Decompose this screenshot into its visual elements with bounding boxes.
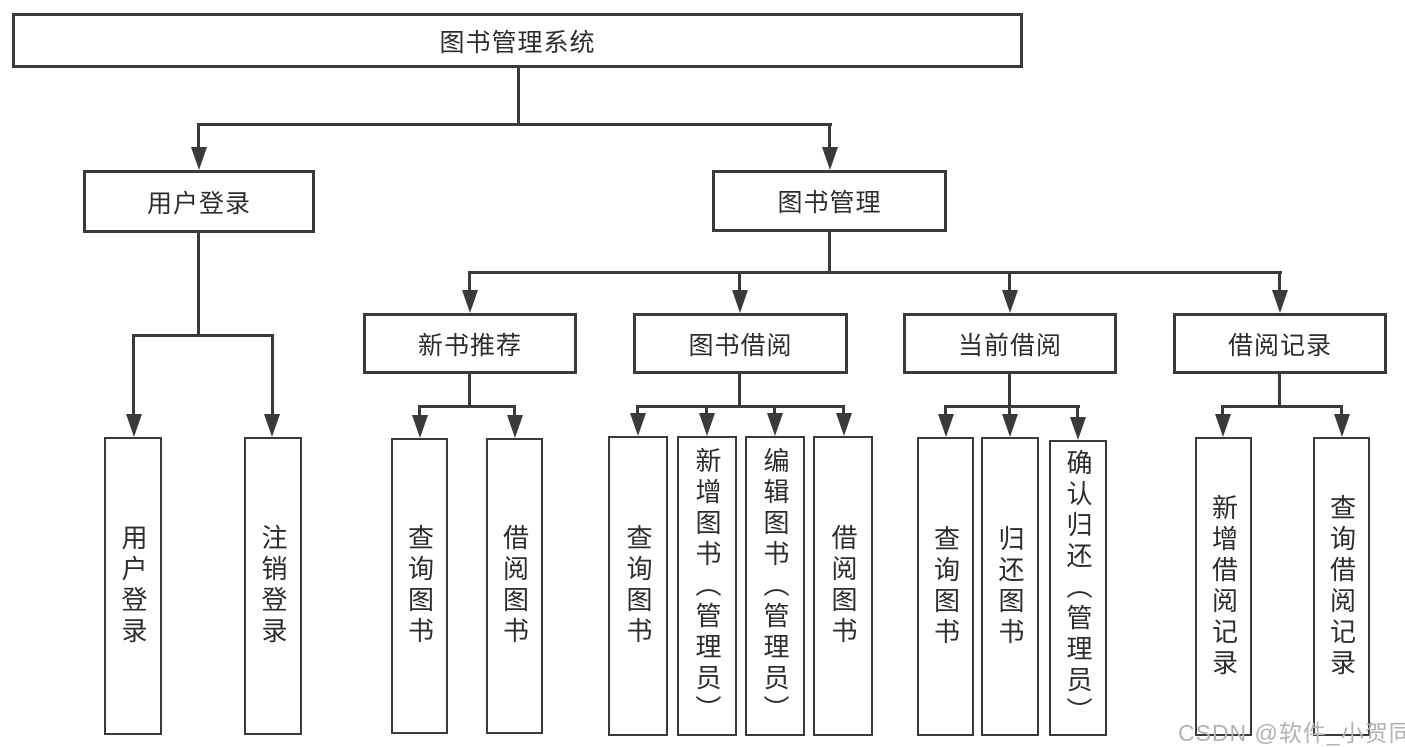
- connector-hline: [468, 271, 1282, 274]
- leaf-query-books-new: 查询图书: [391, 438, 448, 734]
- connector-vline: [828, 123, 831, 153]
- connector-vline: [842, 405, 845, 417]
- arrow-down-icon: [938, 414, 954, 437]
- connector-vline: [828, 232, 831, 273]
- node-user-login: 用户登录: [83, 170, 315, 233]
- connector-vline: [1278, 374, 1281, 407]
- arrow-down-icon: [1334, 414, 1350, 437]
- connector-vline: [418, 405, 421, 419]
- connector-vline: [197, 233, 200, 336]
- connector-vline: [1278, 271, 1281, 293]
- arrow-down-icon: [1002, 414, 1018, 437]
- connector-vline: [636, 405, 639, 417]
- connector-vline: [1008, 405, 1011, 418]
- leaf-logout: 注销登录: [244, 437, 302, 735]
- arrow-down-icon: [507, 415, 523, 438]
- arrow-down-icon: [1002, 290, 1018, 313]
- connector-vline: [705, 405, 708, 417]
- connector-vline: [197, 123, 200, 153]
- connector-vline: [1008, 271, 1011, 293]
- leaf-add-book-admin: 新增图书（管理员）: [677, 436, 737, 736]
- connector-vline: [468, 374, 471, 407]
- leaf-query-borrow-record: 查询借阅记录: [1313, 437, 1370, 736]
- leaf-edit-book-admin: 编辑图书（管理员）: [745, 436, 805, 736]
- leaf-query-books-borrow: 查询图书: [608, 436, 668, 736]
- leaf-confirm-return-admin: 确认归还（管理员）: [1049, 440, 1107, 736]
- node-borrow-records: 借阅记录: [1173, 313, 1387, 374]
- connector-vline: [1076, 405, 1079, 418]
- leaf-query-books-current: 查询图书: [917, 437, 974, 736]
- connector-hline: [1221, 405, 1343, 408]
- arrow-down-icon: [1215, 414, 1231, 437]
- leaf-borrow-books-new: 借阅图书: [486, 438, 543, 734]
- connector-vline: [944, 405, 947, 418]
- connector-hline: [197, 123, 832, 126]
- connector-vline: [468, 271, 471, 293]
- connector-vline: [773, 405, 776, 417]
- arrow-down-icon: [836, 413, 852, 436]
- csdn-watermark: CSDN @软件_小贺同学: [1178, 720, 1405, 746]
- arrow-down-icon: [767, 413, 783, 436]
- connector-hline: [132, 334, 274, 337]
- arrow-down-icon: [699, 413, 715, 436]
- arrow-down-icon: [191, 147, 207, 170]
- arrow-down-icon: [412, 415, 428, 438]
- arrow-down-icon: [126, 414, 142, 437]
- leaf-borrow-books: 借阅图书: [813, 436, 873, 736]
- node-book-management: 图书管理: [712, 170, 947, 232]
- connector-vline: [738, 374, 741, 407]
- connector-vline: [271, 334, 274, 418]
- arrow-down-icon: [462, 290, 478, 313]
- arrow-down-icon: [1070, 417, 1086, 440]
- leaf-add-borrow-record: 新增借阅记录: [1195, 437, 1252, 736]
- arrow-down-icon: [630, 413, 646, 436]
- node-new-book-recommend: 新书推荐: [363, 313, 577, 374]
- connector-vline: [1340, 405, 1343, 418]
- connector-hline: [636, 405, 845, 408]
- node-root: 图书管理系统: [12, 13, 1023, 68]
- connector-vline: [517, 68, 520, 125]
- arrow-down-icon: [264, 414, 280, 437]
- node-current-borrow: 当前借阅: [903, 313, 1117, 374]
- connector-vline: [513, 405, 516, 419]
- connector-vline: [132, 334, 135, 418]
- connector-hline: [418, 405, 516, 408]
- node-book-borrow: 图书借阅: [633, 313, 848, 374]
- connector-vline: [1008, 374, 1011, 407]
- arrow-down-icon: [732, 290, 748, 313]
- connector-vline: [738, 271, 741, 293]
- arrow-down-icon: [1272, 290, 1288, 313]
- connector-hline: [944, 405, 1080, 408]
- connector-vline: [1221, 405, 1224, 418]
- leaf-return-book: 归还图书: [981, 437, 1039, 736]
- arrow-down-icon: [822, 147, 838, 170]
- leaf-user-login: 用户登录: [104, 437, 162, 735]
